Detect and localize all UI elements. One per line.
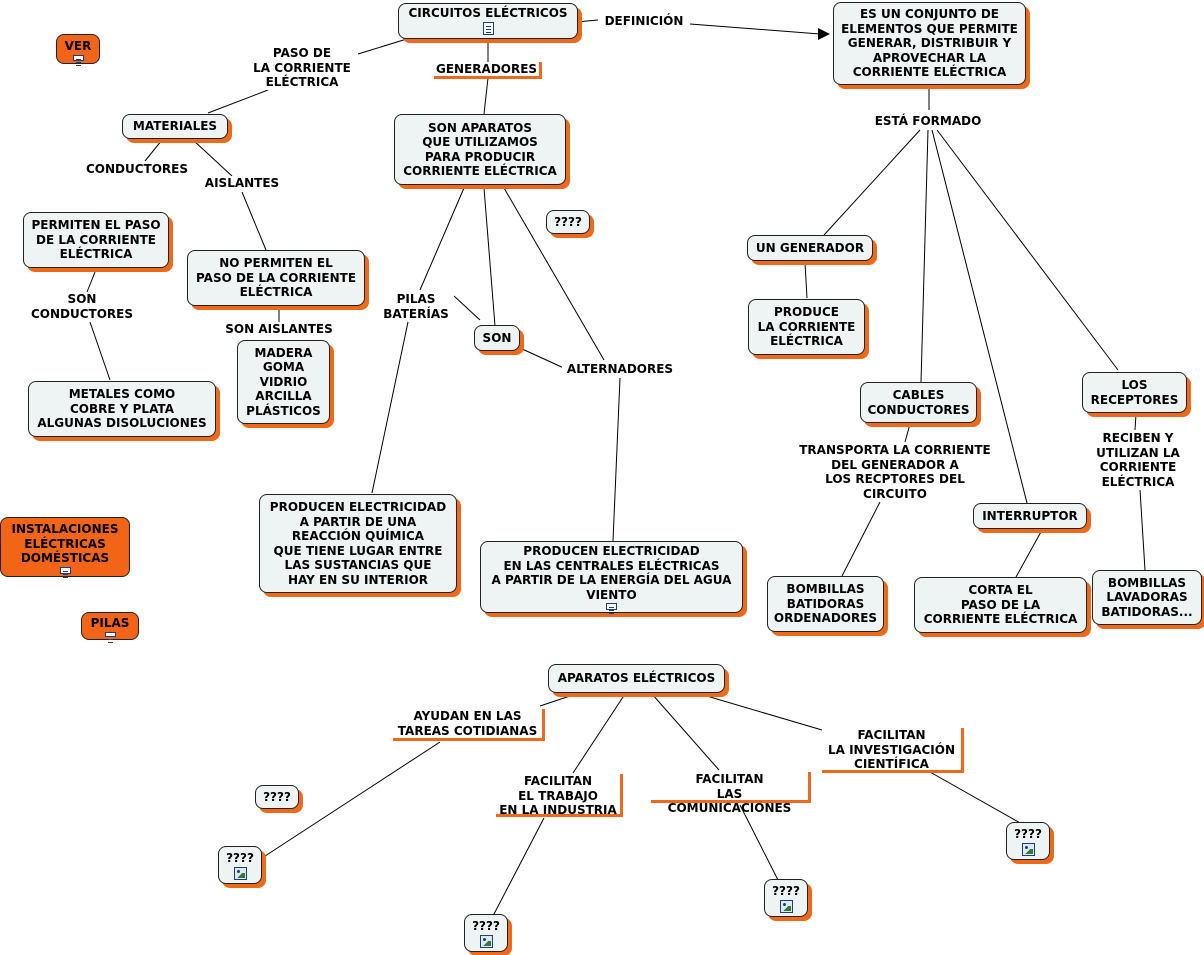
node-metales-label: METALES COMO COBRE Y PLATA ALGUNAS DISOL… xyxy=(37,387,207,431)
node-ver-label: VER xyxy=(64,39,92,53)
document-icon[interactable] xyxy=(606,603,617,610)
node-unknown-4[interactable]: ???? xyxy=(464,914,508,952)
label-esta-formado: ESTÁ FORMADO xyxy=(868,114,988,129)
node-unknown-6-label: ???? xyxy=(1014,827,1042,842)
document-icon[interactable] xyxy=(59,566,71,574)
node-bombillas-2[interactable]: BOMBILLAS LAVADORAS BATIDORAS... xyxy=(1092,570,1202,625)
node-aparatos-electricos-label: APARATOS ELÉCTRICOS xyxy=(557,671,716,686)
node-definicion-conjunto-label: ES UN CONJUNTO DE ELEMENTOS QUE PERMITE … xyxy=(841,7,1018,80)
label-transporta: TRANSPORTA LA CORRIENTE DEL GENERADOR A … xyxy=(794,443,996,501)
node-instalaciones-label: INSTALACIONES ELÉCTRICAS DOMÉSTICAS xyxy=(11,522,119,565)
label-pilas-baterias: PILAS BATERÍAS xyxy=(378,292,454,321)
label-conductores: CONDUCTORES xyxy=(82,162,192,177)
node-bombillas-1[interactable]: BOMBILLAS BATIDORAS ORDENADORES xyxy=(767,576,884,632)
label-alternadores: ALTERNADORES xyxy=(562,362,678,377)
node-unknown-2-label: ???? xyxy=(263,789,291,804)
node-pilas-label: PILAS xyxy=(90,616,130,630)
node-unknown-4-label: ???? xyxy=(472,919,500,934)
node-unknown-1-label: ???? xyxy=(554,214,582,229)
node-permiten-paso[interactable]: PERMITEN EL PASO DE LA CORRIENTE ELÉCTRI… xyxy=(23,212,169,268)
node-cables-conductores-label: CABLES CONDUCTORES xyxy=(867,388,970,417)
node-permiten-paso-label: PERMITEN EL PASO DE LA CORRIENTE ELÉCTRI… xyxy=(31,218,161,262)
node-unknown-5[interactable]: ???? xyxy=(764,879,808,917)
node-circuitos-electricos[interactable]: CIRCUITOS ELÉCTRICOS xyxy=(398,3,578,39)
label-paso-corriente: PASO DE LA CORRIENTE ELÉCTRICA xyxy=(246,46,358,90)
node-metales[interactable]: METALES COMO COBRE Y PLATA ALGUNAS DISOL… xyxy=(28,381,216,437)
node-son-aparatos[interactable]: SON APARATOS QUE UTILIZAMOS PARA PRODUCI… xyxy=(394,114,566,185)
node-bombillas-1-label: BOMBILLAS BATIDORAS ORDENADORES xyxy=(773,582,878,626)
image-icon[interactable] xyxy=(479,934,493,948)
label-ayudan: AYUDAN EN LAS TAREAS COTIDIANAS xyxy=(393,709,545,741)
node-unknown-2[interactable]: ???? xyxy=(255,785,299,809)
document-icon[interactable] xyxy=(104,631,116,637)
document-icon[interactable] xyxy=(72,54,84,61)
node-interruptor[interactable]: INTERRUPTOR xyxy=(973,503,1087,529)
node-pilas[interactable]: PILAS xyxy=(81,612,139,640)
node-corta-paso-label: CORTA EL PASO DE LA CORRIENTE ELÉCTRICA xyxy=(923,583,1078,627)
node-un-generador[interactable]: UN GENERADOR xyxy=(747,235,873,261)
node-produce-corriente-label: PRODUCE LA CORRIENTE ELÉCTRICA xyxy=(757,305,856,349)
document-icon[interactable] xyxy=(482,21,494,35)
node-unknown-3-label: ???? xyxy=(226,851,254,866)
node-instalaciones[interactable]: INSTALACIONES ELÉCTRICAS DOMÉSTICAS xyxy=(0,517,130,577)
node-producen-centrales-label: PRODUCEN ELECTRICIDAD EN LAS CENTRALES E… xyxy=(491,544,732,602)
node-bombillas-2-label: BOMBILLAS LAVADORAS BATIDORAS... xyxy=(1101,575,1193,619)
node-producen-centrales[interactable]: PRODUCEN ELECTRICIDAD EN LAS CENTRALES E… xyxy=(480,541,743,613)
image-icon[interactable] xyxy=(1021,842,1035,856)
label-industria: FACILITAN EL TRABAJO EN LA INDUSTRIA xyxy=(496,774,623,817)
node-aislantes-lista-label: MADERA GOMA VIDRIO ARCILLA PLÁSTICOS xyxy=(246,345,321,418)
node-definicion-conjunto[interactable]: ES UN CONJUNTO DE ELEMENTOS QUE PERMITE … xyxy=(833,2,1026,85)
node-ver[interactable]: VER xyxy=(56,34,100,64)
label-definicion: DEFINICIÓN xyxy=(598,14,690,29)
node-produce-corriente[interactable]: PRODUCE LA CORRIENTE ELÉCTRICA xyxy=(748,299,865,355)
node-unknown-5-label: ???? xyxy=(772,884,800,899)
node-producen-reaccion[interactable]: PRODUCEN ELECTRICIDAD A PARTIR DE UNA RE… xyxy=(259,494,457,593)
node-producen-reaccion-label: PRODUCEN ELECTRICIDAD A PARTIR DE UNA RE… xyxy=(269,500,447,587)
node-unknown-3[interactable]: ???? xyxy=(218,846,262,884)
node-circuitos-electricos-label: CIRCUITOS ELÉCTRICOS xyxy=(408,6,568,20)
node-cables-conductores[interactable]: CABLES CONDUCTORES xyxy=(860,382,977,423)
label-comunicaciones: FACILITAN LAS COMUNICACIONES xyxy=(651,772,811,815)
image-icon[interactable] xyxy=(233,866,247,880)
label-generadores: GENERADORES xyxy=(434,62,542,79)
node-interruptor-label: INTERRUPTOR xyxy=(982,508,1078,523)
node-unknown-1[interactable]: ???? xyxy=(546,210,590,234)
label-son-conductores: SON CONDUCTORES xyxy=(28,292,136,321)
node-receptores-label: LOS RECEPTORES xyxy=(1090,378,1179,407)
label-son-aislantes: SON AISLANTES xyxy=(220,322,338,337)
node-no-permiten-paso[interactable]: NO PERMITEN EL PASO DE LA CORRIENTE ELÉC… xyxy=(187,250,365,306)
node-materiales-label: MATERIALES xyxy=(132,119,218,134)
label-aislantes: AISLANTES xyxy=(200,176,284,191)
node-aislantes-lista[interactable]: MADERA GOMA VIDRIO ARCILLA PLÁSTICOS xyxy=(237,340,330,424)
node-materiales[interactable]: MATERIALES xyxy=(122,114,228,139)
node-son-label: SON xyxy=(482,330,512,345)
node-receptores[interactable]: LOS RECEPTORES xyxy=(1082,372,1187,413)
image-icon[interactable] xyxy=(779,899,793,913)
node-corta-paso[interactable]: CORTA EL PASO DE LA CORRIENTE ELÉCTRICA xyxy=(914,577,1087,633)
node-unknown-6[interactable]: ???? xyxy=(1006,822,1050,860)
node-aparatos-electricos[interactable]: APARATOS ELÉCTRICOS xyxy=(548,664,725,693)
node-son[interactable]: SON xyxy=(474,325,520,351)
label-investigacion: FACILITAN LA INVESTIGACIÓN CIENTÍFICA xyxy=(822,728,964,773)
node-un-generador-label: UN GENERADOR xyxy=(755,240,865,255)
node-son-aparatos-label: SON APARATOS QUE UTILIZAMOS PARA PRODUCI… xyxy=(403,120,557,179)
label-reciben: RECIBEN Y UTILIZAN LA CORRIENTE ELÉCTRIC… xyxy=(1088,431,1188,489)
node-no-permiten-paso-label: NO PERMITEN EL PASO DE LA CORRIENTE ELÉC… xyxy=(195,256,357,300)
